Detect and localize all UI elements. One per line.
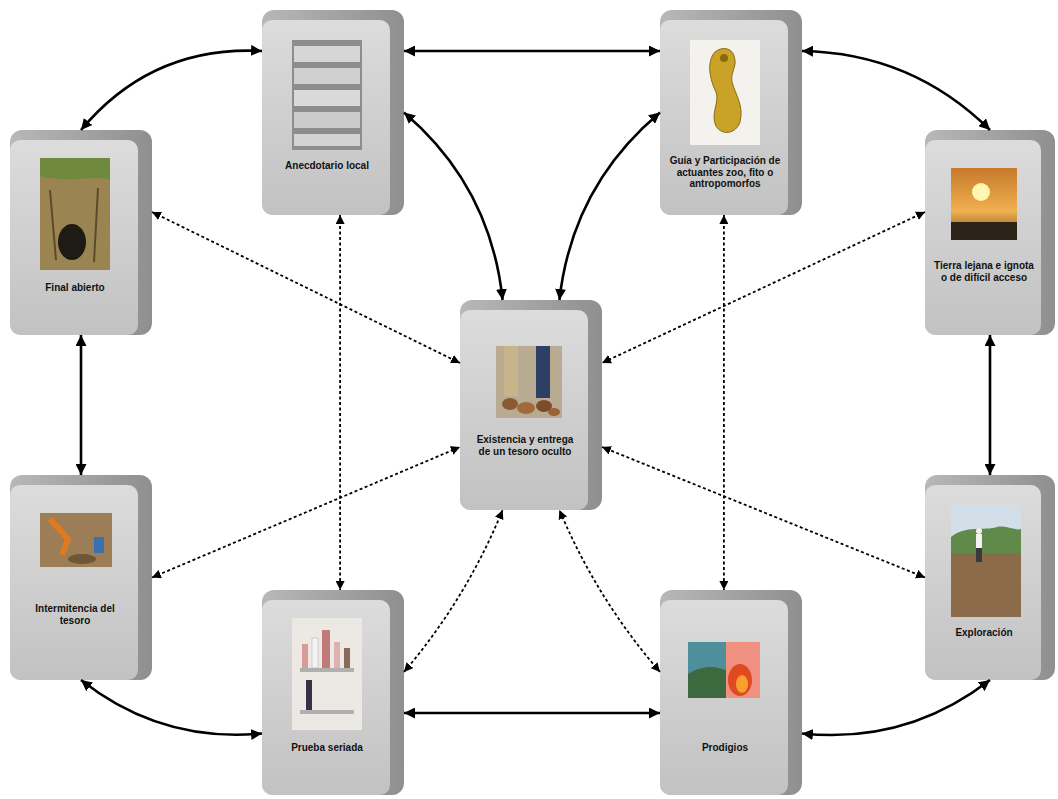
dashed-connector — [602, 447, 925, 578]
node-box: Intermitencia del tesoro — [10, 475, 152, 680]
solid-connector — [802, 51, 990, 130]
box-3d — [925, 130, 1055, 335]
dashed-connector — [723, 215, 725, 590]
node-box: Exploración — [925, 475, 1055, 680]
solid-connector — [404, 50, 660, 53]
node-box: Existencia y entrega de un tesoro oculto — [460, 300, 602, 510]
node-label: Exploración — [931, 627, 1037, 639]
node-label: Existencia y entrega de un tesoro oculto — [474, 434, 576, 457]
node-box: Guía y Participación de actuantes zoo, f… — [660, 10, 802, 215]
node-label: Guía y Participación de actuantes zoo, f… — [668, 155, 782, 190]
node-box: Prueba seriada — [262, 590, 404, 795]
solid-connector — [559, 113, 660, 301]
node-box: Prodigios — [660, 590, 802, 795]
box-3d — [925, 475, 1055, 680]
node-label: Intermitencia del tesoro — [24, 603, 126, 626]
box-3d — [10, 130, 152, 335]
box-3d — [460, 300, 602, 510]
box-3d — [660, 10, 802, 215]
node-box: Tierra lejana e ignota o de difícil acce… — [925, 130, 1055, 335]
node-box: Final abierto — [10, 130, 152, 335]
dashed-connector — [152, 447, 460, 578]
node-label: Anecdotario local — [272, 160, 382, 172]
solid-connector — [80, 335, 83, 475]
solid-connector — [989, 335, 992, 475]
dashed-connector — [152, 212, 460, 363]
dashed-connector — [404, 510, 503, 672]
solid-connector — [404, 113, 503, 301]
solid-connector — [81, 680, 262, 735]
node-box: Anecdotario local — [262, 10, 404, 215]
solid-connector — [802, 680, 990, 735]
box-3d — [10, 475, 152, 680]
box-3d — [262, 590, 404, 795]
box-3d — [262, 10, 404, 215]
dashed-connector — [602, 212, 925, 363]
dashed-connector — [339, 215, 341, 590]
dashed-connector — [559, 510, 660, 672]
node-label: Final abierto — [20, 282, 130, 294]
solid-connector — [404, 712, 660, 715]
solid-connector — [81, 51, 262, 130]
node-label: Prodigios — [670, 742, 780, 754]
box-3d — [660, 590, 802, 795]
node-label: Prueba seriada — [272, 742, 382, 754]
node-label: Tierra lejana e ignota o de difícil acce… — [931, 260, 1037, 283]
